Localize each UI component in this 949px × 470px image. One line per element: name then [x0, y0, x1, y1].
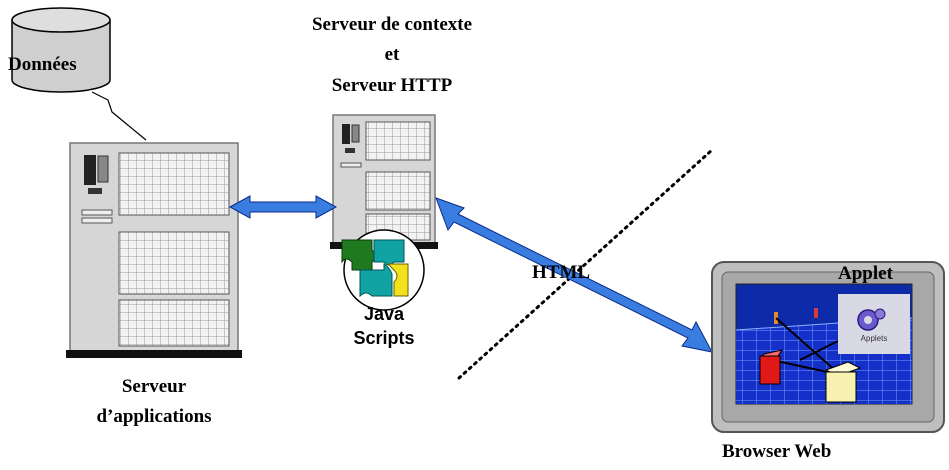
- network-boundary-line: [457, 148, 714, 380]
- javascripts-label-line2: Scripts: [353, 328, 415, 348]
- applet-label: Applet: [838, 263, 893, 284]
- puzzle-icon: [341, 229, 425, 311]
- http-server-icon: [330, 114, 438, 249]
- browser-window-icon: [711, 261, 945, 433]
- context-server-title-line2: et: [384, 44, 400, 65]
- javascripts-label-line1: Java: [363, 304, 405, 324]
- bidirectional-arrow-servers: [228, 195, 338, 219]
- context-server-title-line1: Serveur de contexte: [311, 14, 473, 35]
- database-label: Données: [8, 54, 77, 75]
- database-link-line: [91, 91, 147, 141]
- html-label: HTML: [532, 262, 591, 283]
- database-icon: [11, 7, 111, 93]
- application-server-label-line1: Serveur: [121, 376, 187, 397]
- browser-label: Browser Web: [722, 441, 832, 462]
- application-server-icon: [66, 142, 242, 358]
- context-server-title-line3: Serveur HTTP: [331, 75, 453, 96]
- applet-icon-caption: Applets: [860, 334, 888, 343]
- applet-gear-icon: [857, 308, 886, 331]
- application-server-label-line2: d’applications: [96, 406, 212, 427]
